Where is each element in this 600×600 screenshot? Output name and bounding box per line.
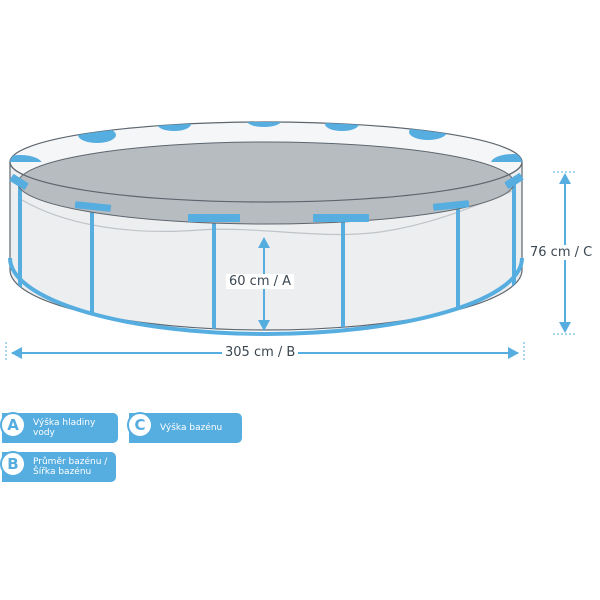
rim-clip xyxy=(246,122,282,127)
dimension-a-label: 60 cm / A xyxy=(226,274,295,289)
front-connector xyxy=(9,174,29,190)
bottom-ring xyxy=(8,257,524,336)
dimension-c-label: 76 cm / C xyxy=(527,245,596,260)
front-connectors xyxy=(9,173,524,222)
legend-item-a: A Výška hladiny vody xyxy=(0,412,118,443)
front-connector xyxy=(188,214,240,222)
rim-clip xyxy=(491,154,522,162)
support-leg xyxy=(341,218,345,330)
support-leg xyxy=(512,180,516,320)
rim-clip xyxy=(78,127,116,143)
legend-badge-b: B xyxy=(0,451,26,477)
legend-label-b-line2: Šířka bazénu xyxy=(33,467,92,477)
front-connector xyxy=(74,201,112,212)
rim-clip xyxy=(409,124,447,140)
front-connector xyxy=(432,200,470,211)
water-surface xyxy=(17,141,515,225)
support-leg xyxy=(212,217,216,330)
front-connector xyxy=(313,214,369,222)
legend-item-b: B Průměr bazénu / Šířka bazénu xyxy=(0,451,116,482)
rim-clip xyxy=(10,155,42,162)
support-leg xyxy=(456,205,460,330)
dimension-b-label: 305 cm / B xyxy=(222,345,299,360)
legend-label-a: Výška hladiny vody xyxy=(33,418,96,438)
front-connector xyxy=(504,173,524,189)
support-leg xyxy=(90,206,94,330)
legend-label-b-line1: Průměr bazénu / xyxy=(33,457,108,467)
legend-badge-c: C xyxy=(127,412,153,438)
rim-clip xyxy=(325,122,359,131)
legend-label-c: Výška bazénu xyxy=(160,423,223,433)
legend-badge-a: A xyxy=(0,412,26,438)
front-rim xyxy=(9,161,523,203)
support-legs xyxy=(18,180,516,330)
legend-item-c: C Výška bazénu xyxy=(127,412,242,443)
support-leg xyxy=(18,180,22,320)
rim-clips xyxy=(10,122,522,162)
